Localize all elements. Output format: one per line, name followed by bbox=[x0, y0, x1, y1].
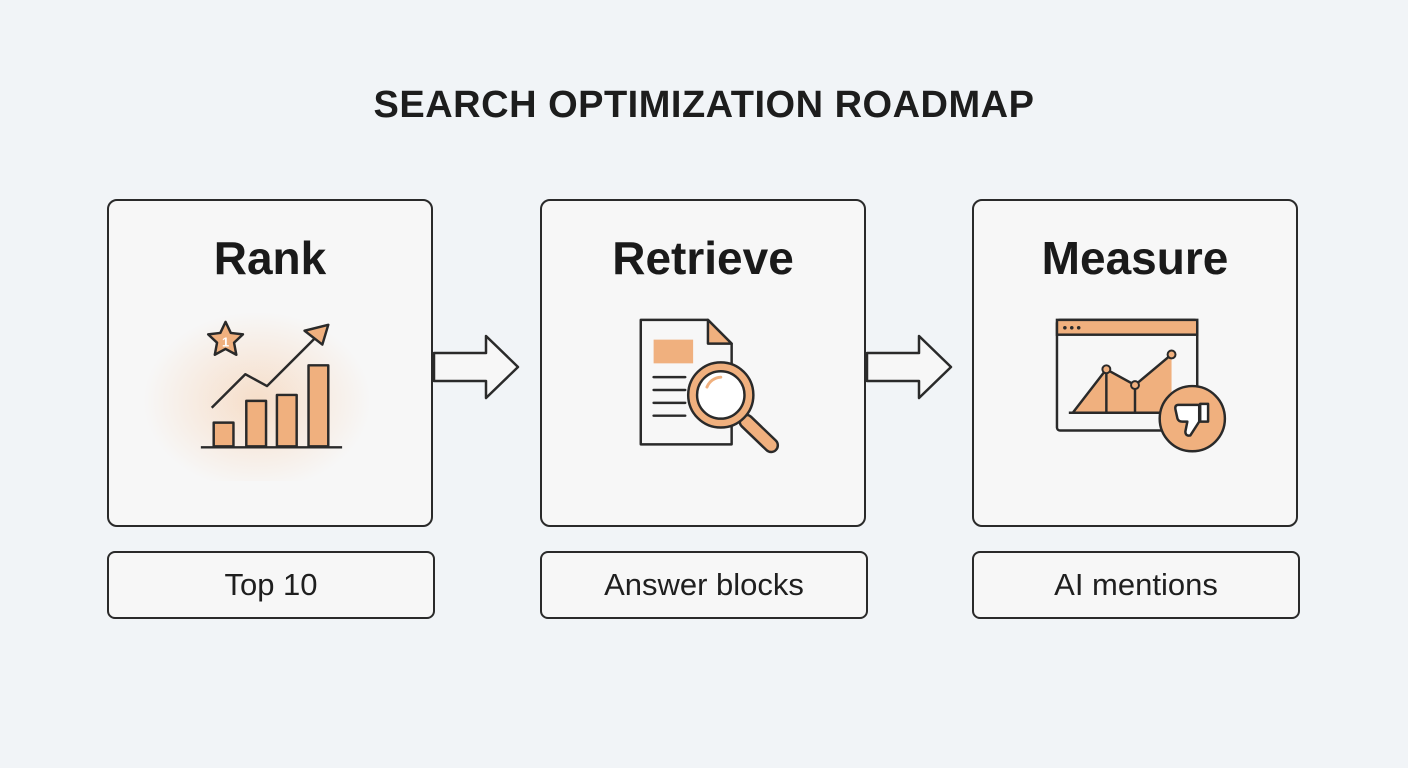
step-label-retrieve: Answer blocks bbox=[540, 551, 868, 619]
star-badge-number: 1 bbox=[222, 335, 229, 350]
step-label-rank: Top 10 bbox=[107, 551, 435, 619]
step-heading-rank: Rank bbox=[213, 232, 327, 284]
step-card-measure: Measure bbox=[972, 199, 1298, 527]
analytics-thumbs-down-icon bbox=[1055, 318, 1227, 453]
ranking-chart-icon: 1 bbox=[143, 312, 371, 481]
step-card-retrieve: Retrieve bbox=[540, 199, 866, 527]
step-label-measure: AI mentions bbox=[972, 551, 1300, 619]
step-heading-measure: Measure bbox=[1041, 232, 1229, 284]
document-search-icon bbox=[639, 318, 780, 454]
arrow-right-icon bbox=[432, 334, 520, 400]
arrow-right-icon bbox=[865, 334, 953, 400]
step-heading-retrieve: Retrieve bbox=[612, 232, 794, 284]
step-card-rank: Rank 1 bbox=[107, 199, 433, 527]
page-title: SEARCH OPTIMIZATION ROADMAP bbox=[373, 84, 1035, 126]
thumbs-down-icon bbox=[1174, 402, 1210, 437]
star-badge-icon: 1 bbox=[206, 320, 245, 356]
